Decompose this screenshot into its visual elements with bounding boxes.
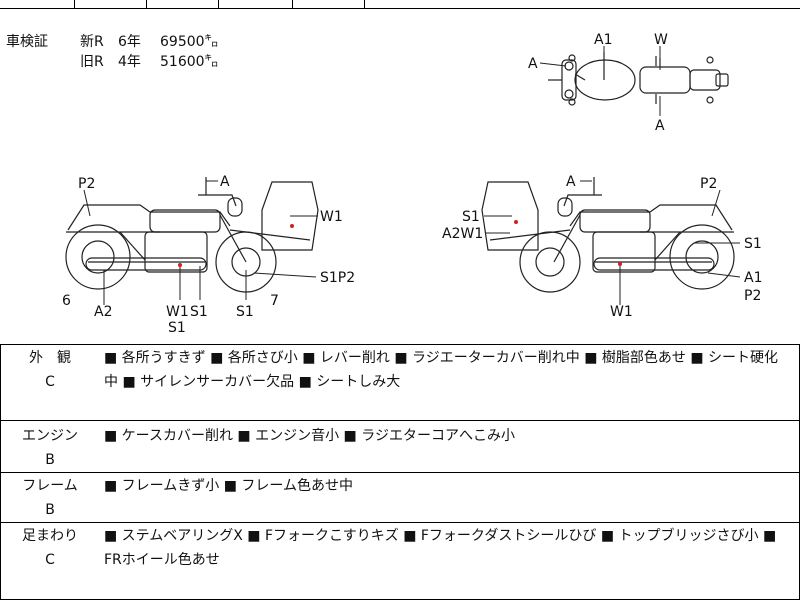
category-name: エンジン xyxy=(22,428,78,444)
label-a: A xyxy=(566,174,576,190)
label-a1: A1 xyxy=(744,270,762,286)
table-divider xyxy=(0,344,800,345)
label-p2: P2 xyxy=(744,288,761,304)
motorcycle-damage-diagram: A A1 W A P2 A W1 S1P2 6 A2 W1 S1 S1 S1 7… xyxy=(62,32,762,336)
category-name: 足まわり xyxy=(22,528,78,544)
label-6: 6 xyxy=(62,293,71,309)
table-divider xyxy=(146,0,147,8)
label-a: A xyxy=(528,56,538,72)
label-s1: S1 xyxy=(168,320,186,336)
category-grade: B xyxy=(45,452,55,468)
label-s1p2: S1P2 xyxy=(320,270,355,286)
pointer-lines xyxy=(83,46,741,305)
condition-notes: ■ フレームきず小 ■ フレーム色あせ中 xyxy=(104,478,353,494)
category-grade: B xyxy=(45,502,55,518)
label-w1: W1 xyxy=(610,304,633,320)
label-s1: S1 xyxy=(744,236,762,252)
label-a1: A1 xyxy=(594,32,612,48)
condition-notes: ■ ステムベアリングX ■ Fフォークこすりキズ ■ Fフォークダストシールひび… xyxy=(104,528,777,568)
damage-mark xyxy=(618,262,622,266)
damage-marks xyxy=(178,220,622,267)
label-s1: S1 xyxy=(236,304,254,320)
table-divider xyxy=(218,0,219,8)
label-p2: P2 xyxy=(700,176,717,192)
category-cell: フレーム B xyxy=(20,474,80,522)
table-divider xyxy=(74,0,75,8)
label-7: 7 xyxy=(270,293,279,309)
label-p2: P2 xyxy=(78,176,95,192)
label-a2: A2 xyxy=(94,304,112,320)
label-a: A xyxy=(220,174,230,190)
table-divider xyxy=(0,522,800,523)
table-divider xyxy=(292,0,293,8)
category-cell: エンジン B xyxy=(20,424,80,472)
motorcycle-right-view xyxy=(481,177,735,293)
damage-mark xyxy=(514,220,518,224)
label-w1: W1 xyxy=(320,209,343,225)
label-w: W xyxy=(654,32,668,48)
condition-notes: ■ ケースカバー削れ ■ エンジン音小 ■ ラジエターコアへこみ小 xyxy=(104,428,515,444)
label-w1: W1 xyxy=(166,304,189,320)
condition-notes: ■ 各所うすきず ■ 各所さび小 ■ レバー削れ ■ ラジエーターカバー削れ中 … xyxy=(104,350,779,390)
diagram-labels: A A1 W A P2 A W1 S1P2 6 A2 W1 S1 S1 S1 7… xyxy=(62,32,762,336)
label-a2w1: A2W1 xyxy=(442,226,483,242)
category-grade: C xyxy=(45,374,55,390)
top-table-strip xyxy=(0,0,800,9)
category-name: フレーム xyxy=(22,478,78,494)
label-s1: S1 xyxy=(462,209,480,225)
category-grade: C xyxy=(45,552,55,568)
damage-mark xyxy=(290,224,294,228)
motorcycle-top-view xyxy=(548,52,729,106)
category-name: 外 観 xyxy=(29,350,71,366)
table-divider xyxy=(0,472,800,473)
table-divider xyxy=(364,0,365,8)
label-a: A xyxy=(655,118,665,134)
category-cell: 外 観 C xyxy=(20,346,80,394)
inspection-label: 車検証 xyxy=(6,34,48,50)
label-s1: S1 xyxy=(190,304,208,320)
damage-mark xyxy=(178,263,182,267)
table-divider xyxy=(0,420,800,421)
category-cell: 足まわり C xyxy=(20,524,80,572)
